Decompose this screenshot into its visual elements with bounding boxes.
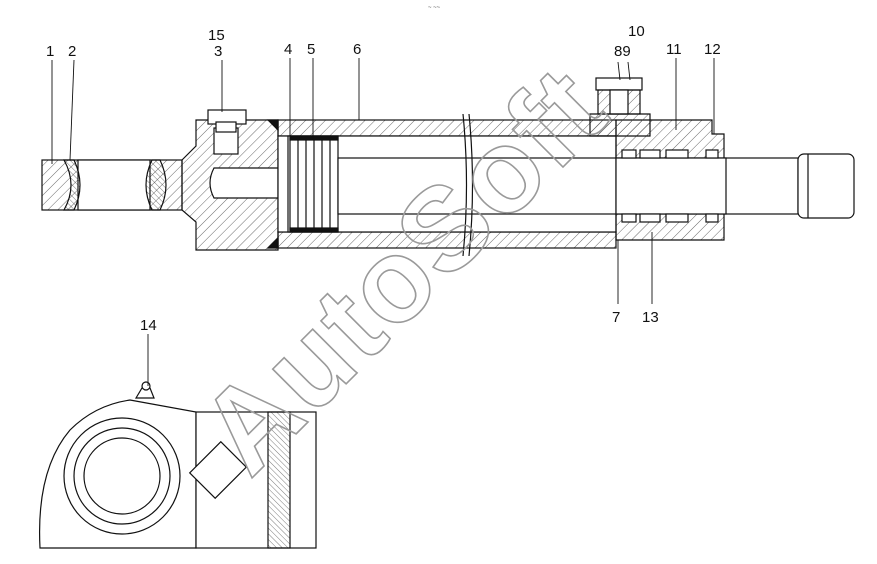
seal-11: [665, 149, 689, 159]
callout-7: 7: [612, 309, 620, 326]
piston-seal-4: [289, 137, 299, 231]
break-line: [462, 113, 474, 257]
top-mark: ~ ~~: [428, 5, 441, 11]
callout-3: 3: [214, 43, 222, 60]
leader-lines: [51, 58, 715, 386]
fitting-15: [215, 121, 237, 133]
callout-10: 10: [628, 23, 645, 40]
callout-15: 15: [208, 27, 225, 44]
callout-4: 4: [284, 41, 292, 58]
piston-seal-5b: [321, 137, 331, 231]
callout-11: 11: [666, 41, 682, 58]
seal-7b: [621, 213, 637, 223]
bushing-left: [62, 159, 81, 211]
callout-12: 12: [704, 41, 721, 58]
port-passage: [209, 167, 279, 199]
weld-seam: [267, 411, 291, 549]
seal-13b: [639, 213, 661, 223]
weld-top: [266, 119, 279, 132]
rod-nut: [797, 153, 855, 219]
grease-nipple-head: [141, 381, 151, 391]
port-boss: [589, 113, 651, 137]
weld-bottom: [266, 236, 279, 249]
piston-band-bottom: [289, 227, 339, 233]
seal-7: [621, 149, 637, 159]
seal-12: [705, 149, 719, 159]
callout-2: 2: [68, 43, 76, 60]
piston-band-top: [289, 135, 339, 141]
callout-5: 5: [307, 41, 315, 58]
callout-13: 13: [642, 309, 659, 326]
gland-bore: [615, 157, 727, 215]
piston-seal-5: [305, 137, 315, 231]
eye-bore: [83, 437, 161, 515]
port-fitting-10: [595, 77, 643, 91]
callout-1: 1: [46, 43, 54, 60]
square-port: [188, 440, 248, 500]
bushing-right: [145, 159, 167, 211]
callout-14: 14: [140, 317, 157, 334]
port-fitting-bore: [609, 89, 629, 115]
seal-12b: [705, 213, 719, 223]
seal-13: [639, 149, 661, 159]
clevis-bore: [77, 159, 151, 211]
callout-6: 6: [353, 41, 361, 58]
callout-89: 89: [614, 43, 631, 60]
seal-11b: [665, 213, 689, 223]
